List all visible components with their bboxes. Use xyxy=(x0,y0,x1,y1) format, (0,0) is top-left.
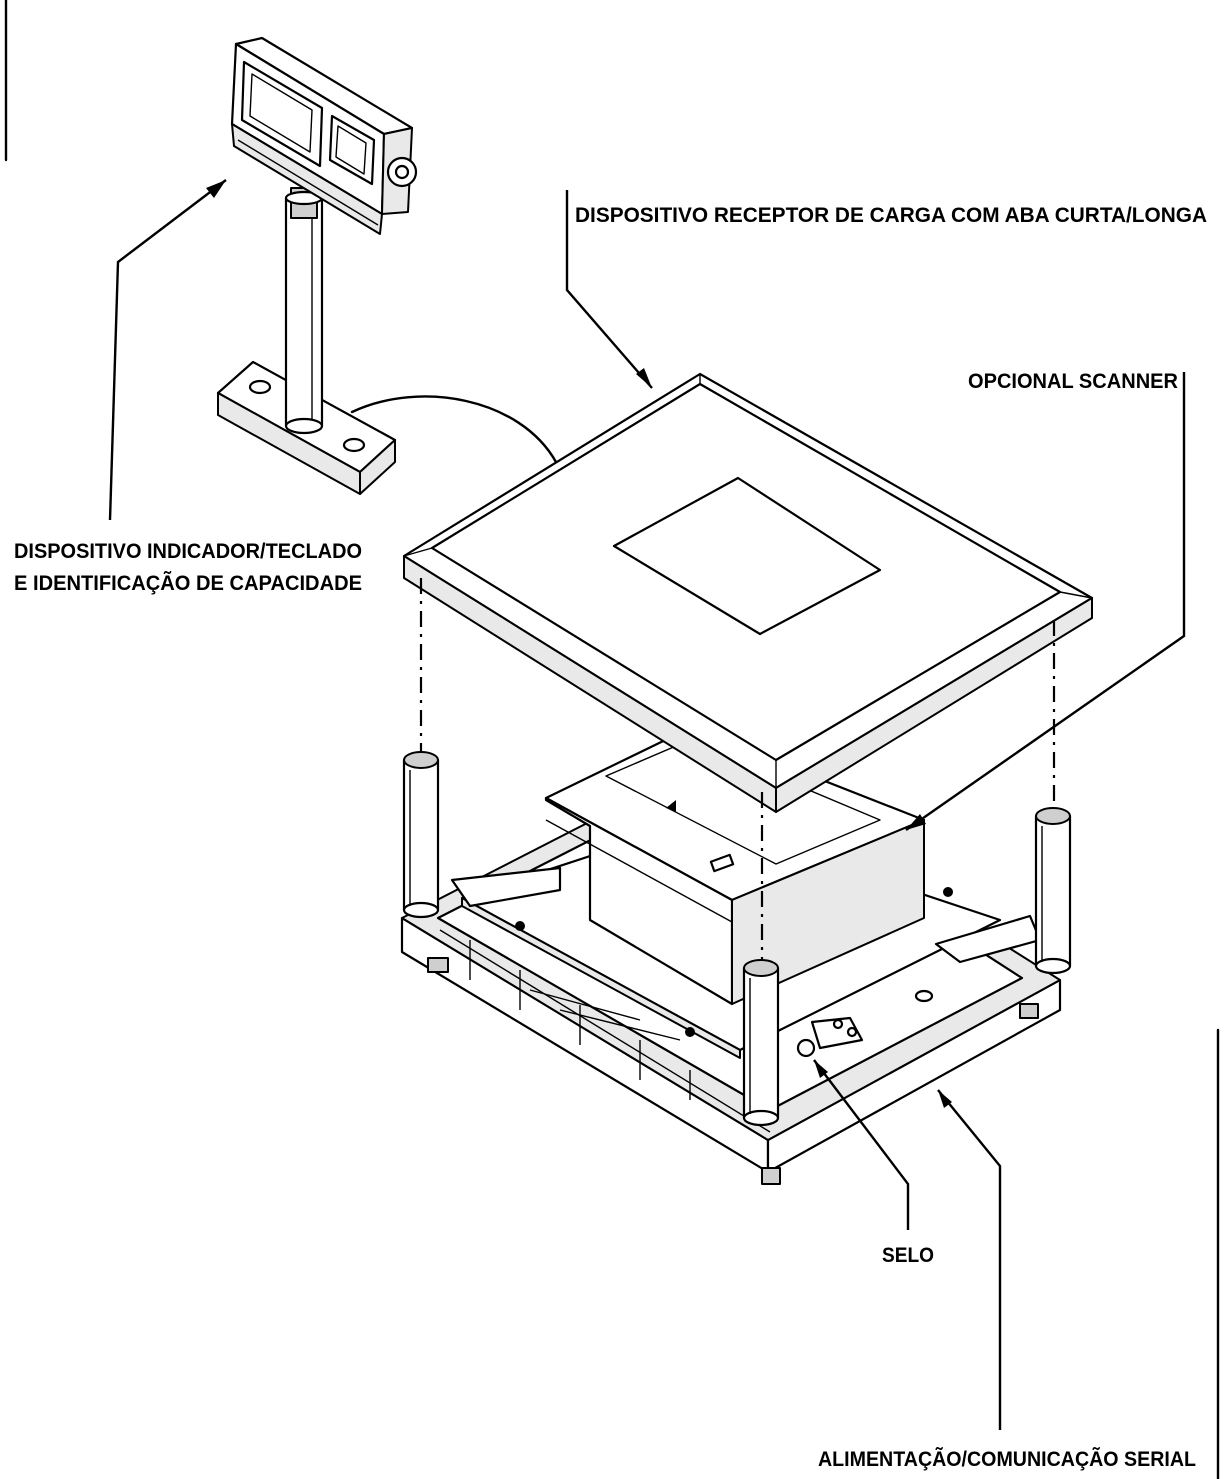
label-indicator-line1: DISPOSITIVO INDICADOR/TECLADO xyxy=(14,540,362,563)
support-post-front xyxy=(742,959,780,1127)
label-power-serial: ALIMENTAÇÃO/COMUNICAÇÃO SERIAL xyxy=(818,1448,1196,1471)
label-optional-scanner: OPCIONAL SCANNER xyxy=(968,370,1178,393)
label-load-receptor: DISPOSITIVO RECEPTOR DE CARGA COM ABA CU… xyxy=(575,204,1207,227)
scanner-window xyxy=(612,476,882,636)
display-head xyxy=(230,36,418,235)
label-indicator-line2: E IDENTIFICAÇÃO DE CAPACIDADE xyxy=(14,572,362,595)
support-post-left xyxy=(402,751,440,919)
pole-display-indicator xyxy=(216,36,558,495)
support-post-right xyxy=(1034,807,1072,975)
leader-load-receptor xyxy=(565,190,653,389)
display-cable xyxy=(350,395,558,464)
label-seal: SELO xyxy=(882,1244,934,1267)
optional-scanner xyxy=(544,726,926,1006)
leader-indicator xyxy=(108,179,227,521)
load-receptor-platter xyxy=(402,372,1094,813)
leader-power-serial xyxy=(937,1089,1002,1430)
leader-scanner xyxy=(905,372,1186,831)
display-column xyxy=(284,187,324,435)
leader-seal xyxy=(813,1059,910,1230)
